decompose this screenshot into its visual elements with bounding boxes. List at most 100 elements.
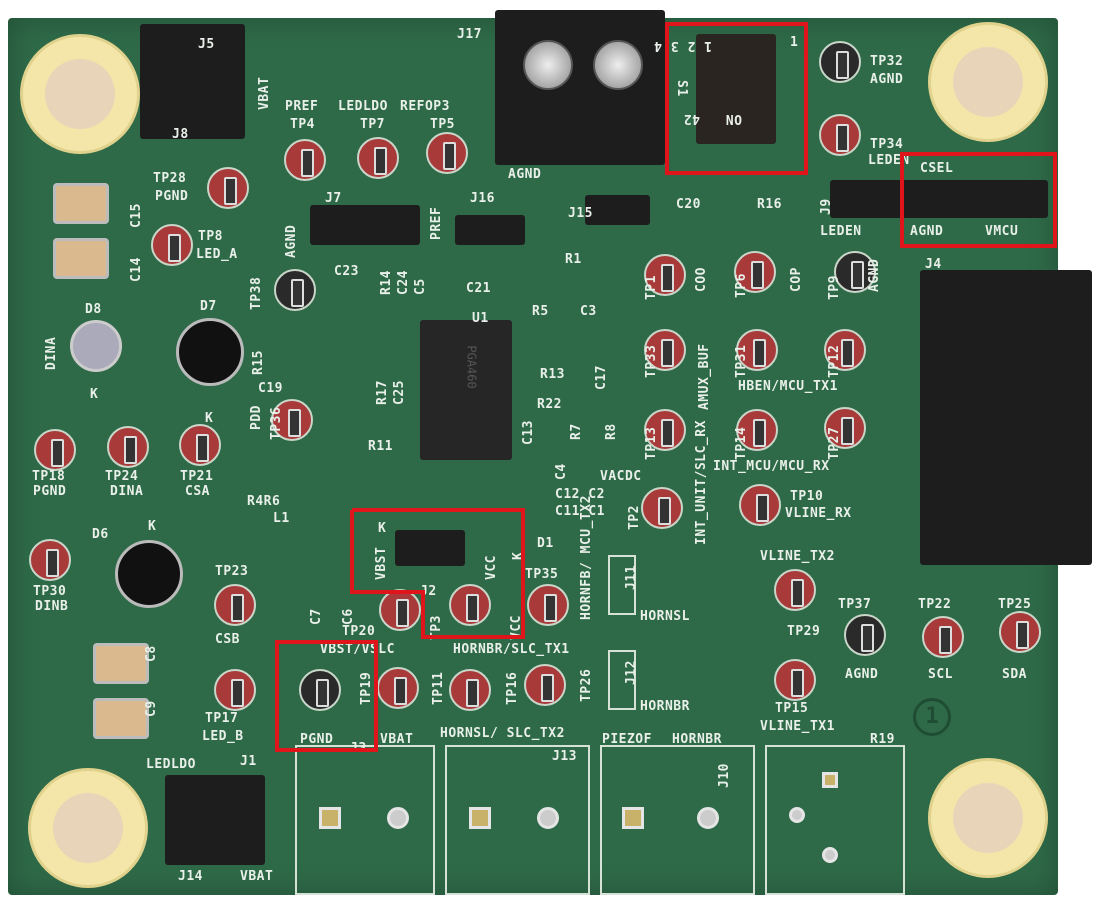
jumper-j2[interactable]: [395, 530, 465, 566]
terminal-j13: [445, 745, 590, 895]
silkscreen-label: K: [90, 387, 99, 402]
silkscreen-label: TP8: [198, 229, 223, 244]
test-point-tp31[interactable]: [736, 329, 778, 371]
header-j5-j8[interactable]: [140, 24, 245, 139]
test-point-tp24[interactable]: [107, 426, 149, 468]
test-point-tp10[interactable]: [739, 484, 781, 526]
jumper-j7[interactable]: [310, 205, 420, 245]
silkscreen-label: SCL: [928, 667, 953, 682]
silkscreen-label: TP22: [918, 597, 952, 612]
silkscreen-label: J13: [552, 749, 577, 764]
test-point-tp12[interactable]: [824, 329, 866, 371]
test-point-tp37[interactable]: [844, 614, 886, 656]
silkscreen-label: TP24: [105, 469, 139, 484]
silkscreen-label: R4R6: [247, 494, 281, 509]
silkscreen-label: K: [205, 411, 214, 426]
mounting-hole: [928, 758, 1048, 878]
test-point-tp20[interactable]: [379, 589, 421, 631]
silkscreen-label: VLINE_TX1: [760, 719, 835, 734]
jumper-j9-csel[interactable]: [830, 180, 1048, 218]
test-point-tp9[interactable]: [834, 251, 876, 293]
test-point-tp3[interactable]: [449, 584, 491, 626]
test-point-tp38[interactable]: [274, 269, 316, 311]
test-point-tp18[interactable]: [34, 429, 76, 471]
test-point-tp34[interactable]: [819, 114, 861, 156]
test-point-tp6[interactable]: [734, 251, 776, 293]
silkscreen-label: J17: [457, 27, 482, 42]
led-d8: [70, 320, 122, 372]
test-point-tp33[interactable]: [644, 329, 686, 371]
silkscreen-label: HORNSL/ SLC_TX2: [440, 726, 565, 741]
silkscreen-label: J7: [325, 191, 342, 206]
square-pad: [469, 807, 491, 829]
silkscreen-label: PGND: [155, 189, 189, 204]
test-point-tp19[interactable]: [299, 669, 341, 711]
square-pad: [622, 807, 644, 829]
test-point-tp13[interactable]: [644, 409, 686, 451]
test-point-tp26[interactable]: [524, 664, 566, 706]
test-point-tp30[interactable]: [29, 539, 71, 581]
test-point-tp15[interactable]: [774, 659, 816, 701]
silkscreen-label: VMCU: [985, 224, 1019, 239]
header-j11: [608, 555, 636, 615]
silkscreen-label: D6: [92, 527, 109, 542]
silkscreen-label: TP25: [998, 597, 1032, 612]
silkscreen-label: TP10: [790, 489, 824, 504]
test-point-tp7[interactable]: [357, 137, 399, 179]
silkscreen-label: AGND: [508, 167, 542, 182]
test-point-tp27[interactable]: [824, 407, 866, 449]
dip-switch-s1[interactable]: [696, 34, 776, 144]
silkscreen-label: R16: [757, 197, 782, 212]
capacitor-c15: [53, 183, 109, 224]
terminal-j10: [600, 745, 755, 895]
board-marker: 1: [913, 698, 951, 736]
silkscreen-label: J15: [568, 206, 593, 221]
silkscreen-label: J1: [240, 754, 257, 769]
silkscreen-label: DINA: [110, 484, 144, 499]
test-point-tp17[interactable]: [214, 669, 256, 711]
test-point-tp11[interactable]: [377, 667, 419, 709]
silkscreen-label: C3: [580, 304, 597, 319]
test-point-tp36[interactable]: [271, 399, 313, 441]
test-point-tp23[interactable]: [214, 584, 256, 626]
round-pad: [697, 807, 719, 829]
silkscreen-label: VBAT: [380, 732, 414, 747]
silkscreen-label: C23: [334, 264, 359, 279]
header-j16[interactable]: [455, 215, 525, 245]
silkscreen-label: TP21: [180, 469, 214, 484]
test-point-tp5[interactable]: [426, 132, 468, 174]
silkscreen-label: D8: [85, 302, 102, 317]
silkscreen-label: LEDLDO: [338, 99, 388, 114]
test-point-tp28[interactable]: [207, 167, 249, 209]
test-point-tp22[interactable]: [922, 616, 964, 658]
silkscreen-label: TP37: [838, 597, 872, 612]
square-pad: [822, 772, 838, 788]
header-j12: [608, 650, 636, 710]
silkscreen-label: TP18: [32, 469, 66, 484]
silkscreen-label: TP15: [775, 701, 809, 716]
test-point-tp21[interactable]: [179, 424, 221, 466]
silkscreen-label: AGND: [870, 72, 904, 87]
header-j15[interactable]: [585, 195, 650, 225]
test-point-tp14[interactable]: [736, 409, 778, 451]
silkscreen-label: PREF: [285, 99, 319, 114]
test-point-tp1[interactable]: [644, 254, 686, 296]
screw-icon: [523, 40, 573, 90]
test-point-tp8[interactable]: [151, 224, 193, 266]
round-pad: [822, 847, 838, 863]
silkscreen-label: 1: [790, 35, 799, 50]
test-point-tp4[interactable]: [284, 139, 326, 181]
test-point-tp35[interactable]: [527, 584, 569, 626]
test-point-tp16[interactable]: [449, 669, 491, 711]
test-point-tp29[interactable]: [774, 569, 816, 611]
test-point-tp25[interactable]: [999, 611, 1041, 653]
chip-u1: PGA460: [420, 320, 512, 460]
test-point-tp32[interactable]: [819, 41, 861, 83]
square-pad: [319, 807, 341, 829]
silkscreen-label: U1: [472, 311, 489, 326]
test-point-tp2[interactable]: [641, 487, 683, 529]
mounting-hole: [28, 768, 148, 888]
silkscreen-label: HBEN/MCU_TX1: [738, 379, 838, 394]
header-j1-j14[interactable]: [165, 775, 265, 865]
